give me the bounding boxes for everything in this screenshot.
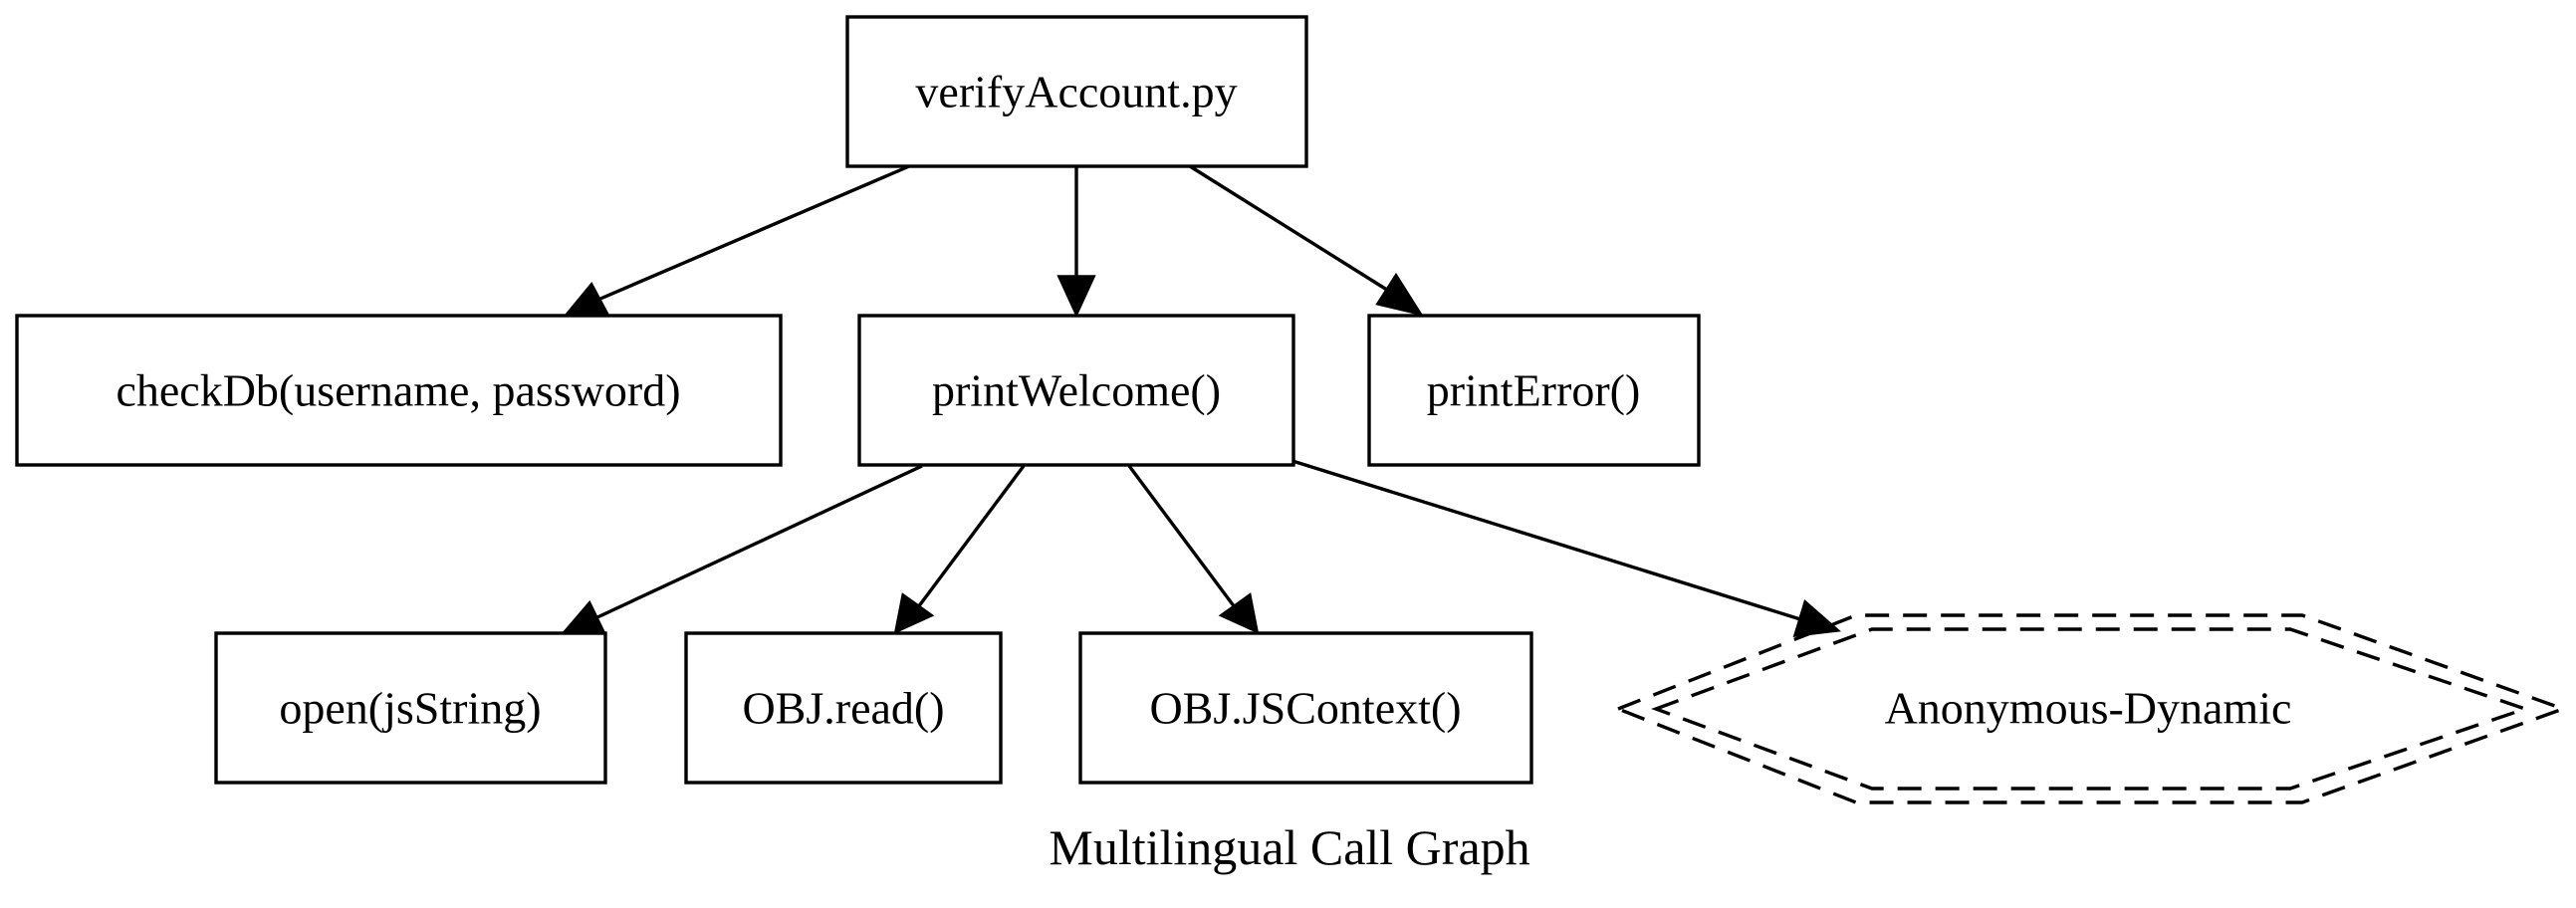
node-label-printerror: printError() (1427, 365, 1641, 416)
arrowhead-objread (893, 592, 935, 634)
arrowhead-open (562, 599, 607, 636)
arrowhead-anonymous (1792, 598, 1841, 637)
edge-printwelcome-to-open (596, 464, 923, 619)
node-printwelcome[interactable]: printWelcome() (857, 314, 1295, 467)
edge-verifyaccount-to-checkdb (599, 164, 910, 301)
node-label-checkdb: checkDb(username, password) (116, 365, 680, 416)
node-objjscontext[interactable]: OBJ.JSContext() (1078, 631, 1533, 785)
graph-caption: Multilingual Call Graph (1049, 819, 1529, 875)
node-label-verifyaccount: verifyAccount.py (915, 67, 1237, 117)
node-printerror[interactable]: printError() (1367, 314, 1701, 467)
arrowhead-checkdb (565, 281, 610, 317)
node-label-objread: OBJ.read() (742, 683, 944, 734)
node-label-open-jsstring: open(jsString) (279, 683, 541, 734)
edge-printwelcome-to-objread (916, 464, 1026, 609)
node-objread[interactable]: OBJ.read() (684, 631, 1003, 785)
edges (562, 164, 1841, 637)
node-checkdb[interactable]: checkDb(username, password) (15, 314, 783, 467)
node-anonymous-dynamic[interactable]: Anonymous-Dynamic (1613, 613, 2569, 804)
edge-printwelcome-to-objjscontext (1127, 464, 1237, 609)
node-verifyaccount[interactable]: verifyAccount.py (845, 15, 1308, 168)
arrowhead-printerror (1375, 272, 1424, 317)
anonymous-hexagon-inner (1651, 627, 2531, 791)
node-label-printwelcome: printWelcome() (932, 365, 1221, 416)
arrowhead-printwelcome (1056, 275, 1096, 319)
edge-verifyaccount-to-printerror (1189, 164, 1391, 294)
node-label-anonymous-dynamic: Anonymous-Dynamic (1885, 683, 2292, 734)
arrowhead-objjscontext (1218, 592, 1260, 634)
node-open-jsstring[interactable]: open(jsString) (214, 631, 607, 785)
edge-printwelcome-to-anonymous (1291, 459, 1801, 621)
node-label-objjscontext: OBJ.JSContext() (1149, 683, 1461, 734)
